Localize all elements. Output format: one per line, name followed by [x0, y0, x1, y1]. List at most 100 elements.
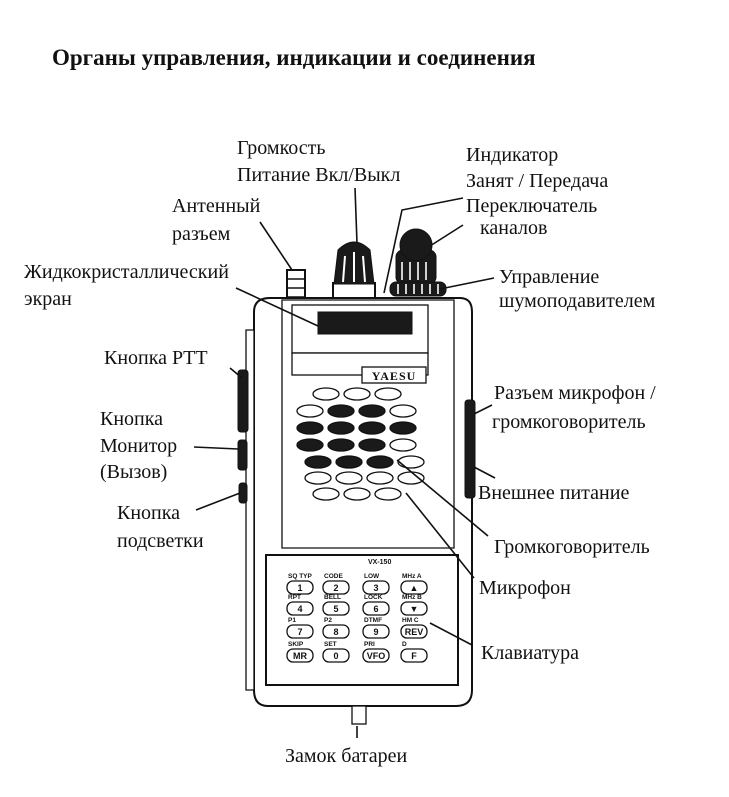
keypad-key: P28 [322, 617, 350, 639]
key-function-label: PRI [364, 641, 375, 648]
key-label: VFO [367, 651, 386, 661]
keypad-key: DTMF 9 [362, 617, 390, 639]
backlight-button [238, 482, 248, 504]
label-speaker: Громкоговоритель [494, 536, 650, 558]
page-title: Органы управления, индикации и соединени… [52, 45, 536, 70]
key-label: 8 [333, 627, 338, 637]
keypad-key: SET 0 [322, 641, 350, 663]
grille-hole [296, 438, 324, 452]
key-function-label: P2 [324, 617, 332, 624]
grille-hole [358, 438, 386, 452]
keypad-key: LOW 3 [362, 573, 390, 595]
key-label: F [411, 651, 417, 661]
key-function-label: RPT [288, 594, 301, 601]
keypad-key: MHz B ▼ [400, 594, 428, 616]
key-function-label: MHz A [402, 573, 422, 580]
key-function-label: HM C [402, 617, 419, 624]
keypad-key: MHz A ▲ [400, 573, 428, 595]
key-function-label: MHz B [402, 594, 422, 601]
grille-hole [327, 438, 355, 452]
label-antenna: Антенный разъем [172, 195, 265, 245]
key-label: 0 [333, 651, 338, 661]
key-function-label: D [402, 641, 407, 648]
label-mic-speaker-jack: Разъем микрофон / громкоговоритель [492, 382, 661, 433]
grille-hole [312, 387, 340, 401]
label-squelch: Управление шумоподавителем [499, 266, 656, 312]
callout-labels: Громкость Питание Вкл/Выкл Индикатор Зан… [24, 137, 661, 767]
label-ptt: Кнопка PTT [104, 347, 208, 369]
grille-hole [343, 387, 371, 401]
key-function-label: CODE [324, 573, 343, 580]
label-ext-power: Внешнее питание [478, 482, 629, 504]
key-function-label: SKIP [288, 641, 304, 648]
grille-hole [343, 487, 371, 501]
grille-hole [304, 455, 332, 469]
keypad-key: CODE 2 [322, 573, 350, 595]
grille-hole [374, 387, 402, 401]
keypad-key: HM C REV [400, 617, 428, 639]
grille-hole [327, 404, 355, 418]
label-battery-lock: Замок батареи [285, 745, 408, 767]
monitor-button [237, 439, 248, 471]
speaker-grille [296, 387, 425, 501]
key-function-label: LOCK [364, 594, 383, 601]
key-label: ▼ [410, 604, 419, 614]
brand-label: YAESU [372, 369, 417, 383]
lcd-screen [291, 304, 429, 376]
mic-speaker-jack [464, 399, 476, 499]
channel-knob [395, 228, 437, 285]
label-volume: Громкость Питание Вкл/Выкл [237, 137, 400, 186]
grille-hole [312, 487, 340, 501]
keypad-key: SKIP MR [286, 641, 314, 663]
keypad-key: BELL 5 [322, 594, 350, 616]
key-function-label: SQ TYP [288, 573, 313, 580]
key-label: 3 [373, 583, 378, 593]
grille-hole [366, 455, 394, 469]
grille-hole [296, 421, 324, 435]
grille-hole [389, 404, 417, 418]
label-backlight: Кнопка подсветки [117, 502, 204, 552]
key-label: 7 [297, 627, 302, 637]
key-label: 9 [373, 627, 378, 637]
key-label: 1 [297, 583, 302, 593]
key-label: 6 [373, 604, 378, 614]
key-function-label: SET [324, 641, 337, 648]
label-microphone: Микрофон [479, 577, 571, 599]
keypad-key: DF [400, 641, 428, 663]
grille-hole [397, 455, 425, 469]
squelch-ring [389, 281, 447, 297]
grille-hole [389, 421, 417, 435]
grille-hole [358, 421, 386, 435]
label-lcd: Жидкокристаллический экран [24, 261, 234, 310]
key-label: REV [405, 627, 424, 637]
grille-hole [374, 487, 402, 501]
key-function-label: BELL [324, 594, 341, 601]
model-label: VX-150 [368, 559, 391, 566]
key-function-label: P1 [288, 617, 296, 624]
keypad-key: RPT 4 [286, 594, 314, 616]
label-monitor: Кнопка Монитор (Вызов) [100, 408, 182, 483]
grille-hole [335, 471, 363, 485]
ptt-button [237, 369, 249, 433]
key-label: MR [293, 651, 307, 661]
keypad-keys: SQ TYP 1 CODE 2 LOW 3 MHz A ▲ RPT 4 BELL 5 LOCK 6 MHz … [286, 573, 428, 663]
grille-hole [296, 404, 324, 418]
key-label: 5 [333, 604, 338, 614]
grille-hole [366, 471, 394, 485]
key-label: 2 [333, 583, 338, 593]
keypad-key: SQ TYP 1 [286, 573, 314, 595]
key-function-label: DTMF [364, 617, 382, 624]
key-label: 4 [297, 604, 302, 614]
grille-hole [327, 421, 355, 435]
label-keypad: Клавиатура [481, 642, 579, 664]
leader-lines [193, 187, 496, 738]
label-channel-selector: Переключатель каналов [466, 195, 602, 239]
battery-latch [351, 705, 367, 725]
grille-hole [358, 404, 386, 418]
grille-hole [389, 438, 417, 452]
key-function-label: LOW [364, 573, 380, 580]
grille-hole [335, 455, 363, 469]
grille-hole [397, 471, 425, 485]
key-label: ▲ [410, 583, 419, 593]
